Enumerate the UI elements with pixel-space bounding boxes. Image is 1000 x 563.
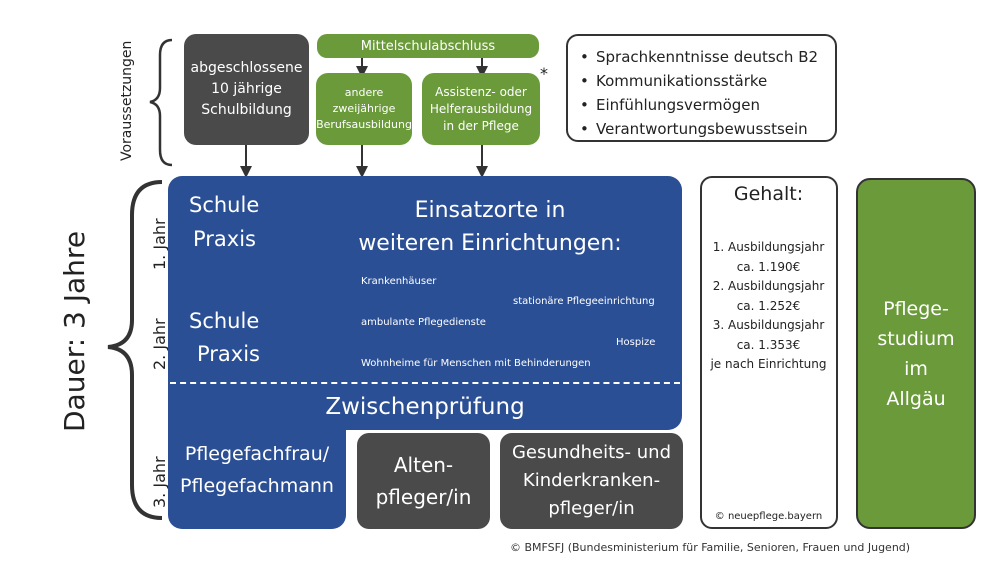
einsatzorte-title: Einsatzorte in weiteren Einrichtungen:: [340, 194, 640, 260]
gehalt-line: 2. Ausbildungsjahr: [712, 279, 825, 293]
dauer-brace: [107, 180, 163, 520]
schulbildung-text: abgeschlossene 10 jährige Schulbildung: [190, 60, 303, 118]
helferausbildung-box: Assistenz- oder Helferausbildung in der …: [422, 73, 540, 145]
gehalt-box: Gehalt: 1. Ausbildungsjahr ca. 1.190€ 2.…: [700, 176, 838, 529]
berufsausbildung-box: andere zweijährige Berufsausbildung: [316, 73, 412, 145]
gehalt-lines: 1. Ausbildungsjahr ca. 1.190€ 2. Ausbild…: [702, 238, 835, 375]
gehalt-line: je nach Einrichtung: [710, 357, 827, 371]
gehalt-copyright: © neuepflege.bayern: [714, 511, 823, 522]
schule-label-1: Schule: [189, 193, 260, 217]
pflegestudium-box: Pflege- studium im Allgäu: [856, 178, 976, 529]
gehalt-line: ca. 1.252€: [736, 298, 801, 313]
dauer-label: Dauer: 3 Jahre: [58, 230, 91, 432]
altenpfleger-line1: Alten-: [393, 453, 454, 477]
gesundheitspfleger-line2: Kinderkranken-: [522, 470, 661, 491]
altenpfleger-box: Alten- pfleger/in: [357, 433, 490, 529]
einsatzort-ambulant: ambulante Pflegedienste: [361, 317, 486, 328]
helferausbildung-text: Assistenz- oder Helferausbildung in der …: [429, 84, 533, 133]
mittelschulabschluss-text: Mittelschulabschluss: [360, 38, 496, 54]
zwischenpruefung-label: Zwischenprüfung: [325, 394, 525, 420]
praxis-label-2: Praxis: [197, 342, 260, 366]
footer-copyright: © BMFSFJ (Bundesministerium für Familie,…: [510, 541, 911, 554]
einsatzorte-title-line2: weiteren Einrichtungen:: [358, 231, 622, 256]
gehalt-line: ca. 1.190€: [736, 259, 801, 274]
berufsausbildung-text: andere zweijährige Berufsausbildung: [316, 86, 412, 131]
pflegestudium-line: Allgäu: [886, 387, 946, 410]
gesundheitspfleger-line1: Gesundheits- und: [511, 442, 672, 463]
pflegefach-block: [168, 420, 346, 529]
pflegefach-text: Pflegefachfrau/ Pflegefachmann: [168, 438, 346, 502]
year-label-1: 1. Jahr: [150, 218, 169, 270]
pflegestudium-line: Pflege-: [883, 297, 949, 320]
dashed-divider: [170, 382, 680, 384]
gehalt-line: 1. Ausbildungsjahr: [712, 240, 825, 254]
einsatzort-wohnheime: Wohnheime für Menschen mit Behinderungen: [361, 358, 591, 369]
skills-list: Sprachkenntnisse deutsch B2 Kommunikatio…: [580, 45, 823, 141]
skill-item: Kommunikationsstärke: [580, 69, 823, 93]
skill-item: Einfühlungsvermögen: [580, 93, 823, 117]
einsatzorte-title-line1: Einsatzorte in: [414, 198, 566, 223]
gesundheitspfleger-box: Gesundheits- und Kinderkranken- pfleger/…: [500, 433, 683, 529]
skill-item: Verantwortungsbewusstsein: [580, 117, 823, 141]
ausbildung-main-block: [168, 176, 682, 430]
schule-label-2: Schule: [189, 309, 260, 333]
praxis-label-1: Praxis: [193, 227, 256, 251]
einsatzort-krankenhaeuser: Krankenhäuser: [361, 276, 437, 287]
pflegefach-line2: Pflegefachmann: [180, 475, 334, 497]
einsatzort-stationaer: stationäre Pflegeeinrichtung: [513, 296, 655, 307]
pflegestudium-line: studium: [877, 327, 955, 350]
skill-item: Sprachkenntnisse deutsch B2: [580, 45, 823, 69]
voraussetzungen-brace: [149, 38, 173, 167]
gehalt-title: Gehalt:: [733, 183, 804, 205]
altenpfleger-line2: pfleger/in: [375, 485, 472, 509]
voraussetzungen-label: Voraussetzungen: [119, 40, 135, 161]
year-label-3: 3. Jahr: [150, 456, 169, 508]
asterisk: *: [540, 64, 548, 83]
gesundheitspfleger-line3: pfleger/in: [548, 498, 635, 519]
einsatzort-hospize: Hospize: [616, 337, 656, 348]
schulbildung-box: abgeschlossene 10 jährige Schulbildung: [184, 34, 309, 145]
mittelschulabschluss-box: Mittelschulabschluss: [317, 34, 539, 58]
pflegefach-line1: Pflegefachfrau/: [184, 443, 330, 465]
gehalt-line: ca. 1.353€: [736, 337, 801, 352]
skills-box: Sprachkenntnisse deutsch B2 Kommunikatio…: [566, 34, 837, 142]
year-label-2: 2. Jahr: [150, 318, 169, 370]
pflegestudium-line: im: [904, 357, 928, 380]
gehalt-line: 3. Ausbildungsjahr: [712, 318, 825, 332]
